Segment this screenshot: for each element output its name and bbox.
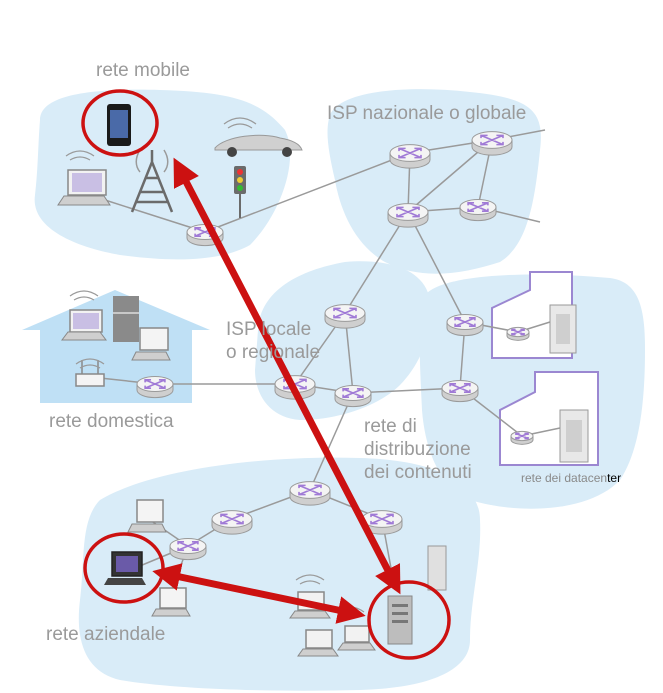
smartphone-icon (107, 104, 131, 146)
home-desktop-icon (131, 327, 171, 361)
cell-tower-icon (130, 149, 174, 213)
router-icon (387, 203, 429, 228)
router-icon (506, 326, 530, 341)
wireless-signal-icon (223, 117, 257, 129)
router-icon (446, 313, 484, 337)
router-icon (471, 131, 513, 156)
arrow-smartphone-to-server (173, 157, 401, 595)
router-icon (334, 384, 372, 408)
router-icon (510, 430, 534, 445)
enterprise-network-label: rete aziendale (46, 624, 166, 645)
enterprise-desktop-icon (127, 499, 167, 533)
datacenter-label-tail: ter (607, 471, 622, 485)
enterprise-workstation-icon (104, 551, 146, 585)
refrigerator-icon (113, 296, 139, 342)
enterprise-server-icon (427, 545, 447, 591)
router-icon (389, 144, 431, 169)
router-icon (211, 510, 253, 535)
wireless-signal-icon (69, 290, 99, 301)
local-isp-label-text: ISP locale o regionale (226, 319, 321, 363)
highlight-circle-server (367, 580, 451, 660)
datacenter-server-icon (549, 304, 577, 354)
arrow-workstation-to-server (152, 563, 366, 624)
datacenter-server-icon (559, 409, 589, 463)
enterprise-laptop-icon (337, 625, 376, 651)
datacenter-label-head: rete dei datacen (521, 471, 608, 485)
car-icon (214, 134, 303, 157)
home-laptop-icon (61, 309, 107, 341)
highlight-circle-smartphone (81, 89, 159, 157)
highlights (81, 89, 451, 660)
national-isp-label: ISP nazionale o globale (327, 103, 527, 124)
router-icon (459, 198, 497, 222)
router-icon (289, 481, 331, 506)
enterprise-laptop-icon (297, 629, 339, 657)
home-house-shape (22, 290, 210, 403)
link (407, 211, 466, 323)
home-network-label: rete domestica (49, 411, 174, 432)
wireless-signal-icon (65, 150, 95, 161)
router-icon (324, 304, 366, 329)
router-icon (169, 537, 207, 561)
cdn-label: rete di distribuzione dei contenuti (364, 415, 472, 484)
cdn-label-text: rete di distribuzione dei contenuti (364, 416, 472, 483)
local-isp-label: ISP locale o regionale (226, 318, 320, 364)
wireless-signal-icon (75, 358, 105, 369)
router-icon (441, 379, 479, 403)
enterprise-server-icon (387, 595, 413, 645)
router-icon (136, 375, 174, 399)
laptop-icon (57, 169, 111, 206)
mobile-network-label: rete mobile (96, 60, 190, 81)
datacenter-label: rete dei datacenter (521, 471, 621, 485)
